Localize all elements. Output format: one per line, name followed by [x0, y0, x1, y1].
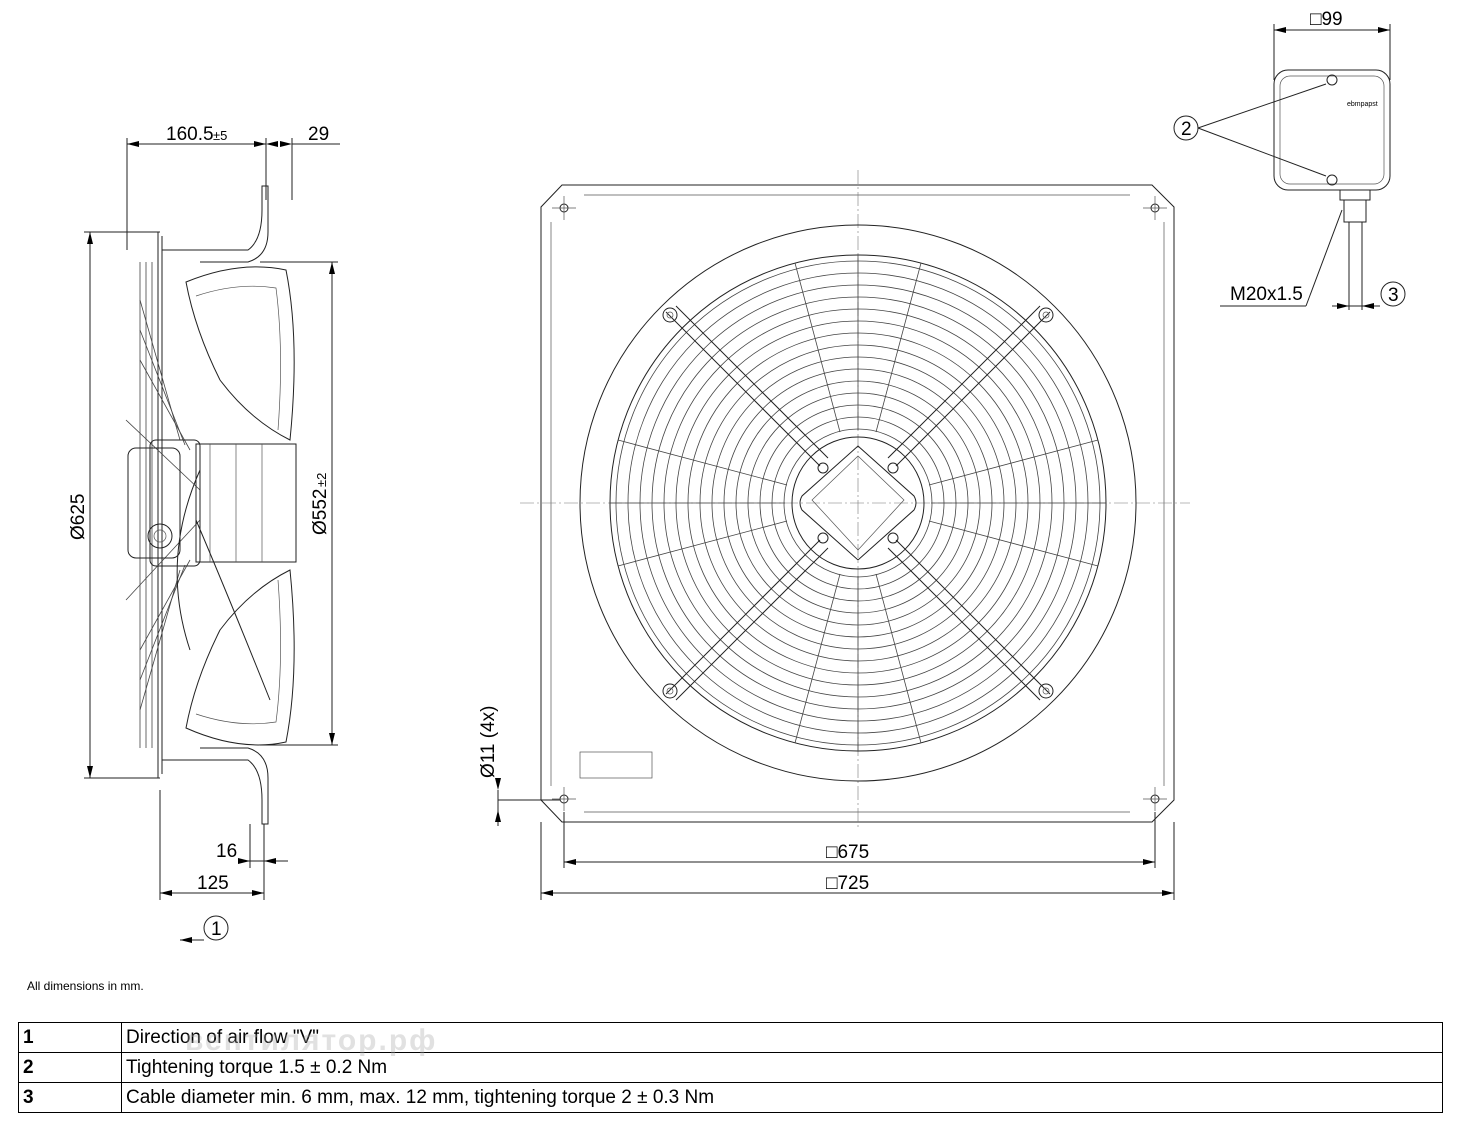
technical-drawing: 160.5 ±5 29 Ø625 Ø552 ±2 [68, 9, 1406, 943]
support-struts [662, 305, 1054, 701]
legend-row: 1 Direction of air flow "V" [18, 1022, 1443, 1053]
dim-box-99: □99 [1310, 9, 1343, 30]
dim-offset-16: 16 [216, 841, 237, 862]
dim-square-725: □725 [826, 873, 869, 894]
legend-number: 2 [18, 1052, 122, 1083]
dim-hole: Ø11 (4x) [478, 705, 499, 778]
svg-text:ebmpapst: ebmpapst [1347, 101, 1378, 108]
front-view: Ø11 (4x) □675 □725 [478, 170, 1190, 900]
dim-inner-dia: Ø552 [310, 489, 331, 535]
dim-depth-125: 125 [197, 873, 229, 894]
watermark: вентилятор.рф [185, 1024, 438, 1057]
dim-side-width-tol: ±5 [213, 128, 227, 143]
legend-text: Tightening torque 1.5 ± 0.2 Nm [121, 1052, 1443, 1083]
callout-1: 1 [211, 919, 222, 940]
dim-side-width: 160.5 [166, 124, 214, 145]
legend-text: Direction of air flow "V" [121, 1022, 1443, 1053]
mounting-holes [552, 196, 1167, 811]
dim-inner-dia-tol: ±2 [314, 473, 329, 487]
motor-hub [791, 436, 925, 570]
legend-text: Cable diameter min. 6 mm, max. 12 mm, ti… [121, 1082, 1443, 1113]
legend-number: 3 [18, 1082, 122, 1113]
legend-number: 1 [18, 1022, 122, 1053]
dim-square-675: □675 [826, 842, 869, 863]
legend-table: 1 Direction of air flow "V" 2 Tightening… [18, 1022, 1443, 1113]
legend-row: 2 Tightening torque 1.5 ± 0.2 Nm [18, 1052, 1443, 1083]
dim-thread: M20x1.5 [1230, 284, 1303, 305]
side-view: 160.5 ±5 29 Ø625 Ø552 ±2 [68, 124, 340, 943]
units-note: All dimensions in mm. [27, 979, 144, 993]
terminal-box-view: □99 ebmpapst 2 M20x1.5 3 [1173, 9, 1406, 310]
callout-3: 3 [1388, 285, 1399, 306]
legend-row: 3 Cable diameter min. 6 mm, max. 12 mm, … [18, 1082, 1443, 1113]
fan-guard [610, 255, 1106, 751]
dim-outer-dia: Ø625 [68, 494, 89, 540]
dim-flange: 29 [308, 124, 329, 145]
callout-2: 2 [1181, 119, 1192, 140]
